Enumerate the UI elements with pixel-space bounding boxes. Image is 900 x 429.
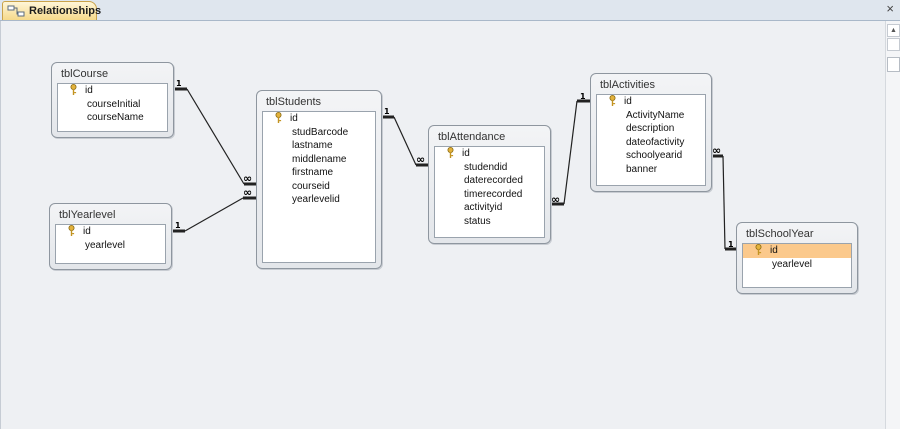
cardinality-many: ∞ xyxy=(712,144,722,157)
field-row[interactable]: id xyxy=(597,95,705,109)
field-name: id xyxy=(462,148,470,159)
tab-label: Relationships xyxy=(29,5,102,17)
field-row[interactable]: id xyxy=(58,84,167,98)
cardinality-one: 1 xyxy=(384,107,390,116)
field-row[interactable]: id xyxy=(56,225,165,239)
cardinality-one: 1 xyxy=(728,240,734,249)
field-row[interactable]: status xyxy=(435,215,544,229)
field-name: yearlevel xyxy=(772,258,813,270)
table-title: tblCourse xyxy=(61,68,109,80)
field-row[interactable]: firstname xyxy=(263,166,375,180)
cardinality-many: ∞ xyxy=(243,186,253,199)
field-name: courseInitial xyxy=(87,98,141,110)
field-row[interactable]: description xyxy=(597,122,705,136)
primary-key-icon xyxy=(609,95,616,106)
table-title: tblYearlevel xyxy=(59,209,116,221)
scroll-thumb[interactable] xyxy=(887,57,900,72)
field-row[interactable]: studendid xyxy=(435,161,544,175)
field-name: firstname xyxy=(292,167,334,178)
table-title: tblActivities xyxy=(600,79,656,91)
field-list[interactable]: id courseInitial courseName xyxy=(57,83,168,132)
field-name: middlename xyxy=(292,153,347,165)
field-name: dateofactivity xyxy=(626,136,685,148)
cardinality-one: 1 xyxy=(176,79,182,88)
tab-relationships[interactable]: Relationships xyxy=(2,1,101,20)
field-name: studendid xyxy=(464,161,508,173)
primary-key-icon xyxy=(755,244,762,255)
field-row[interactable]: lastname xyxy=(263,139,375,153)
table-activities[interactable]: tblActivities id ActivityName descriptio… xyxy=(590,73,712,192)
field-row[interactable]: activityid xyxy=(435,201,544,215)
field-row[interactable]: daterecorded xyxy=(435,174,544,188)
field-row[interactable]: yearlevel xyxy=(743,258,851,272)
field-name: status xyxy=(464,215,491,227)
field-name: courseid xyxy=(292,180,330,192)
field-list[interactable]: id studendid daterecorded timerecorded a… xyxy=(434,146,545,238)
field-row[interactable]: courseInitial xyxy=(58,98,167,112)
primary-key-icon xyxy=(70,84,77,95)
cardinality-many: ∞ xyxy=(551,193,561,206)
field-row[interactable]: yearlevel xyxy=(56,239,165,253)
field-list[interactable]: id yearlevel xyxy=(55,224,166,264)
field-row[interactable]: dateofactivity xyxy=(597,136,705,150)
field-row-selected[interactable]: id xyxy=(743,244,851,258)
field-row[interactable]: courseName xyxy=(58,111,167,125)
table-course[interactable]: tblCourse id courseInitial courseName xyxy=(51,62,174,138)
primary-key-icon xyxy=(68,225,75,236)
field-row[interactable]: banner xyxy=(597,163,705,177)
cardinality-many: ∞ xyxy=(416,153,426,166)
field-name: description xyxy=(626,123,675,134)
field-name: schoolyearid xyxy=(626,150,683,161)
field-name: ActivityName xyxy=(626,109,685,121)
field-name: id xyxy=(624,96,632,107)
field-name: yearlevel xyxy=(85,239,126,251)
field-name: activityid xyxy=(464,202,503,213)
field-name: timerecorded xyxy=(464,188,523,200)
cardinality-one: 1 xyxy=(580,92,586,101)
field-row[interactable]: yearlevelid xyxy=(263,193,375,207)
table-schoolyear[interactable]: tblSchoolYear id yearlevel xyxy=(736,222,858,294)
close-icon[interactable]: × xyxy=(886,1,894,16)
field-list[interactable]: id ActivityName description dateofactivi… xyxy=(596,94,706,186)
cardinality-many: ∞ xyxy=(243,172,253,185)
field-name: courseName xyxy=(87,112,144,123)
field-row[interactable]: middlename xyxy=(263,153,375,167)
field-name: studBarcode xyxy=(292,126,349,138)
field-row[interactable]: courseid xyxy=(263,180,375,194)
field-row[interactable]: schoolyearid xyxy=(597,149,705,163)
table-title: tblStudents xyxy=(266,96,322,108)
table-students[interactable]: tblStudents id studBarcode lastname midd… xyxy=(256,90,382,269)
field-name: lastname xyxy=(292,140,333,151)
field-name: daterecorded xyxy=(464,175,523,186)
field-row[interactable]: studBarcode xyxy=(263,126,375,140)
vertical-scrollbar[interactable]: ▲ xyxy=(885,21,900,429)
scroll-track-button[interactable] xyxy=(887,38,900,51)
field-name: banner xyxy=(626,163,658,175)
scroll-up-icon[interactable]: ▲ xyxy=(887,24,900,37)
field-name: id xyxy=(290,113,298,124)
field-name: yearlevelid xyxy=(292,194,340,205)
field-name: id xyxy=(770,245,778,256)
field-name: id xyxy=(85,85,93,96)
field-row[interactable]: id xyxy=(263,112,375,126)
field-name: id xyxy=(83,226,91,237)
primary-key-icon xyxy=(275,112,282,123)
table-attendance[interactable]: tblAttendance id studendid daterecorded … xyxy=(428,125,551,244)
relationships-icon xyxy=(7,5,25,17)
document-tab-bar: Relationships × xyxy=(0,0,900,21)
field-row[interactable]: ActivityName xyxy=(597,109,705,123)
field-list[interactable]: id studBarcode lastname middlename first… xyxy=(262,111,376,263)
field-row[interactable]: id xyxy=(435,147,544,161)
field-list[interactable]: id yearlevel xyxy=(742,243,852,288)
cardinality-one: 1 xyxy=(175,221,181,230)
table-yearlevel[interactable]: tblYearlevel id yearlevel xyxy=(49,203,172,270)
table-title: tblSchoolYear xyxy=(746,228,814,240)
primary-key-icon xyxy=(447,147,454,158)
table-title: tblAttendance xyxy=(438,131,506,143)
field-row[interactable]: timerecorded xyxy=(435,188,544,202)
